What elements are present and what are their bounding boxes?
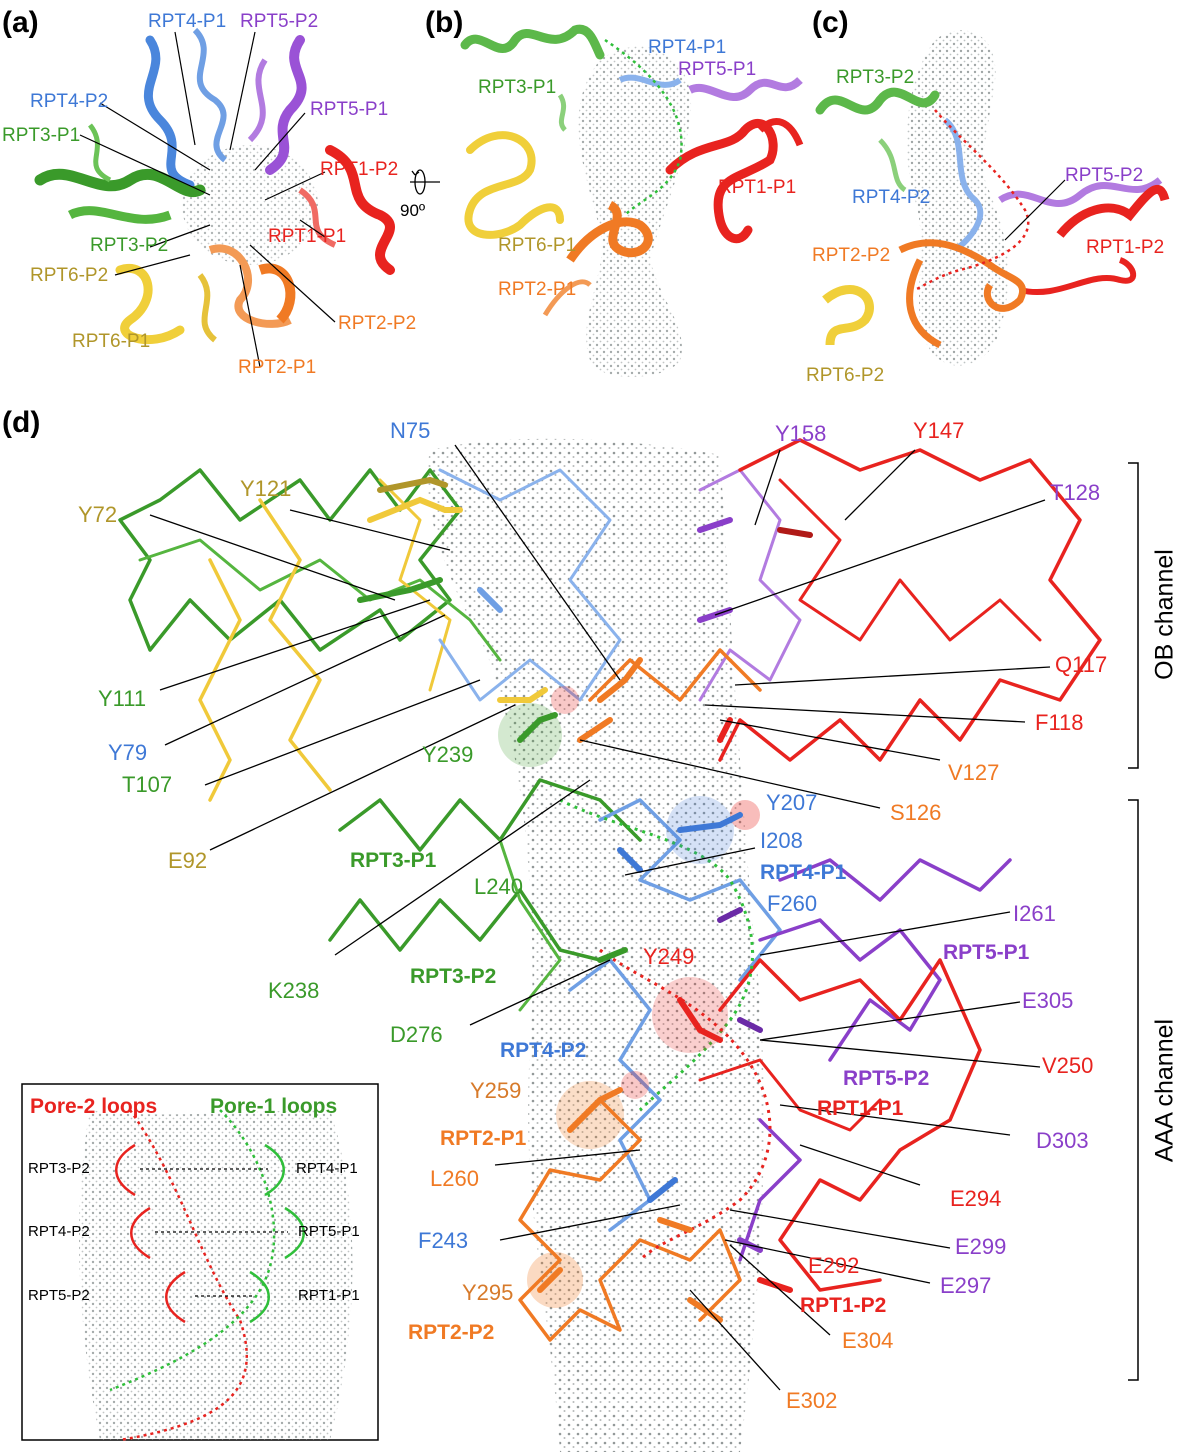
loop-rpt3-p1: RPT3-P1 [350,849,437,872]
panel-c-leaders [1004,179,1066,241]
res-v250: V250 [1042,1053,1094,1078]
c-rpt5-p2-label: RPT5-P2 [1065,165,1144,186]
res-e92: E92 [168,848,208,873]
panel-d-sidechains [357,476,813,1323]
res-y147: Y147 [913,418,965,443]
c-rpt2-p2-label: RPT2-P2 [812,245,891,266]
inset-left-rpt3-p2: RPT3-P2 [28,1160,90,1177]
res-y249: Y249 [643,944,695,969]
res-f118: F118 [1035,710,1084,735]
a-rpt2-p2-label: RPT2-P2 [338,313,417,334]
res-i261: I261 [1013,901,1056,926]
res-k238: K238 [268,978,320,1003]
res-d276: D276 [390,1022,443,1047]
panel-d-density [427,438,764,1452]
inset-left-rpt5-p2: RPT5-P2 [28,1287,90,1304]
b-rpt6-p1-label: RPT6-P1 [498,235,577,256]
res-t107: T107 [122,772,173,797]
a-rpt3-p1-label: RPT3-P1 [2,125,81,146]
res-y111: Y111 [98,686,147,711]
res-l260: L260 [430,1166,479,1191]
loop-rpt4-p2: RPT4-P2 [500,1039,587,1062]
a-rpt4-p2-label: RPT4-P2 [30,91,109,112]
a-rpt5-p1-label: RPT5-P1 [310,99,389,120]
res-v127: V127 [948,760,1000,785]
res-y72: Y72 [78,502,118,527]
loop-rpt1-p2: RPT1-P2 [800,1294,887,1317]
res-i208: I208 [760,828,803,853]
a-rpt6-p1-label: RPT6-P1 [72,331,151,352]
res-d303: D303 [1036,1128,1089,1153]
panel-b-label: (b) [425,6,464,39]
ob-channel-label: OB channel [1150,549,1179,680]
res-y207: Y207 [766,790,818,815]
a-rpt2-p1-label: RPT2-P1 [238,357,317,378]
panel-c-structure [815,30,1170,366]
res-f243: F243 [418,1228,469,1253]
inset-box [21,1083,379,1442]
inset-right-rpt4-p1: RPT4-P1 [296,1160,358,1177]
a-rpt4-p1-label: RPT4-P1 [148,11,227,32]
c-rpt4-p2-label: RPT4-P2 [852,187,931,208]
panel-a-structure [34,27,395,345]
panel-d-backbones [118,438,1102,1342]
b-rpt2-p1-label: RPT2-P1 [498,279,577,300]
panel-a-label: (a) [2,6,39,39]
res-t128: T128 [1050,480,1101,505]
a-rpt1-p1-label: RPT1-P1 [268,226,347,247]
b-rpt4-p1-label: RPT4-P1 [648,37,727,58]
res-y259: Y259 [470,1078,522,1103]
rotation-icon [410,169,440,195]
aaa-channel-label: AAA channel [1150,1018,1179,1163]
loop-rpt5-p2: RPT5-P2 [843,1067,930,1090]
inset-pore1-title: Pore-1 loops [210,1095,338,1118]
c-rpt6-p2-label: RPT6-P2 [806,365,885,386]
inset-pore2-title: Pore-2 loops [30,1095,158,1118]
c-rpt1-p2-label: RPT1-P2 [1086,237,1165,258]
loop-rpt5-p1: RPT5-P1 [943,941,1030,964]
b-rpt3-p1-label: RPT3-P1 [478,77,557,98]
res-y121: Y121 [240,476,292,501]
res-y158: Y158 [775,421,827,446]
a-rpt6-p2-label: RPT6-P2 [30,265,109,286]
res-e294: E294 [950,1186,1002,1211]
panel-b-structure [460,24,804,377]
res-e297: E297 [940,1273,992,1298]
c-rpt3-p2-label: RPT3-P2 [836,67,915,88]
res-y79: Y79 [108,740,148,765]
a-rotation-label: 90º [400,201,426,220]
inset-left-rpt4-p2: RPT4-P2 [28,1223,90,1240]
panel-d-leaders [149,444,1051,1391]
loop-rpt2-p2: RPT2-P2 [408,1321,495,1344]
res-y239: Y239 [422,742,474,767]
panel-d-label: (d) [2,406,41,439]
loop-rpt1-p1: RPT1-P1 [817,1097,904,1120]
res-e302: E302 [786,1388,838,1413]
b-rpt1-p1-label: RPT1-P1 [718,177,797,198]
res-e304: E304 [842,1328,894,1353]
res-e299: E299 [955,1234,1007,1259]
a-rpt3-p2-label: RPT3-P2 [90,235,169,256]
loop-rpt2-p1: RPT2-P1 [440,1127,527,1150]
res-l240: L240 [474,874,523,899]
channel-brackets [1128,462,1139,1381]
panel-c-label: (c) [812,6,849,39]
a-rpt5-p2-label: RPT5-P2 [240,11,319,32]
res-e305: E305 [1022,988,1074,1013]
a-rpt1-p2-label: RPT1-P2 [320,159,399,180]
loop-rpt3-p2: RPT3-P2 [410,965,497,988]
res-n75: N75 [390,418,431,443]
loop-rpt4-p1: RPT4-P1 [760,861,847,884]
res-e292: E292 [808,1253,860,1278]
res-y295: Y295 [462,1280,514,1305]
inset-right-rpt5-p1: RPT5-P1 [298,1223,360,1240]
panel-a-leaders [79,31,336,368]
res-f260: F260 [767,891,818,916]
inset-right-rpt1-p1: RPT1-P1 [298,1287,360,1304]
res-q117: Q117 [1055,652,1108,677]
b-rpt5-p1-label: RPT5-P1 [678,59,757,80]
res-s126: S126 [890,800,942,825]
